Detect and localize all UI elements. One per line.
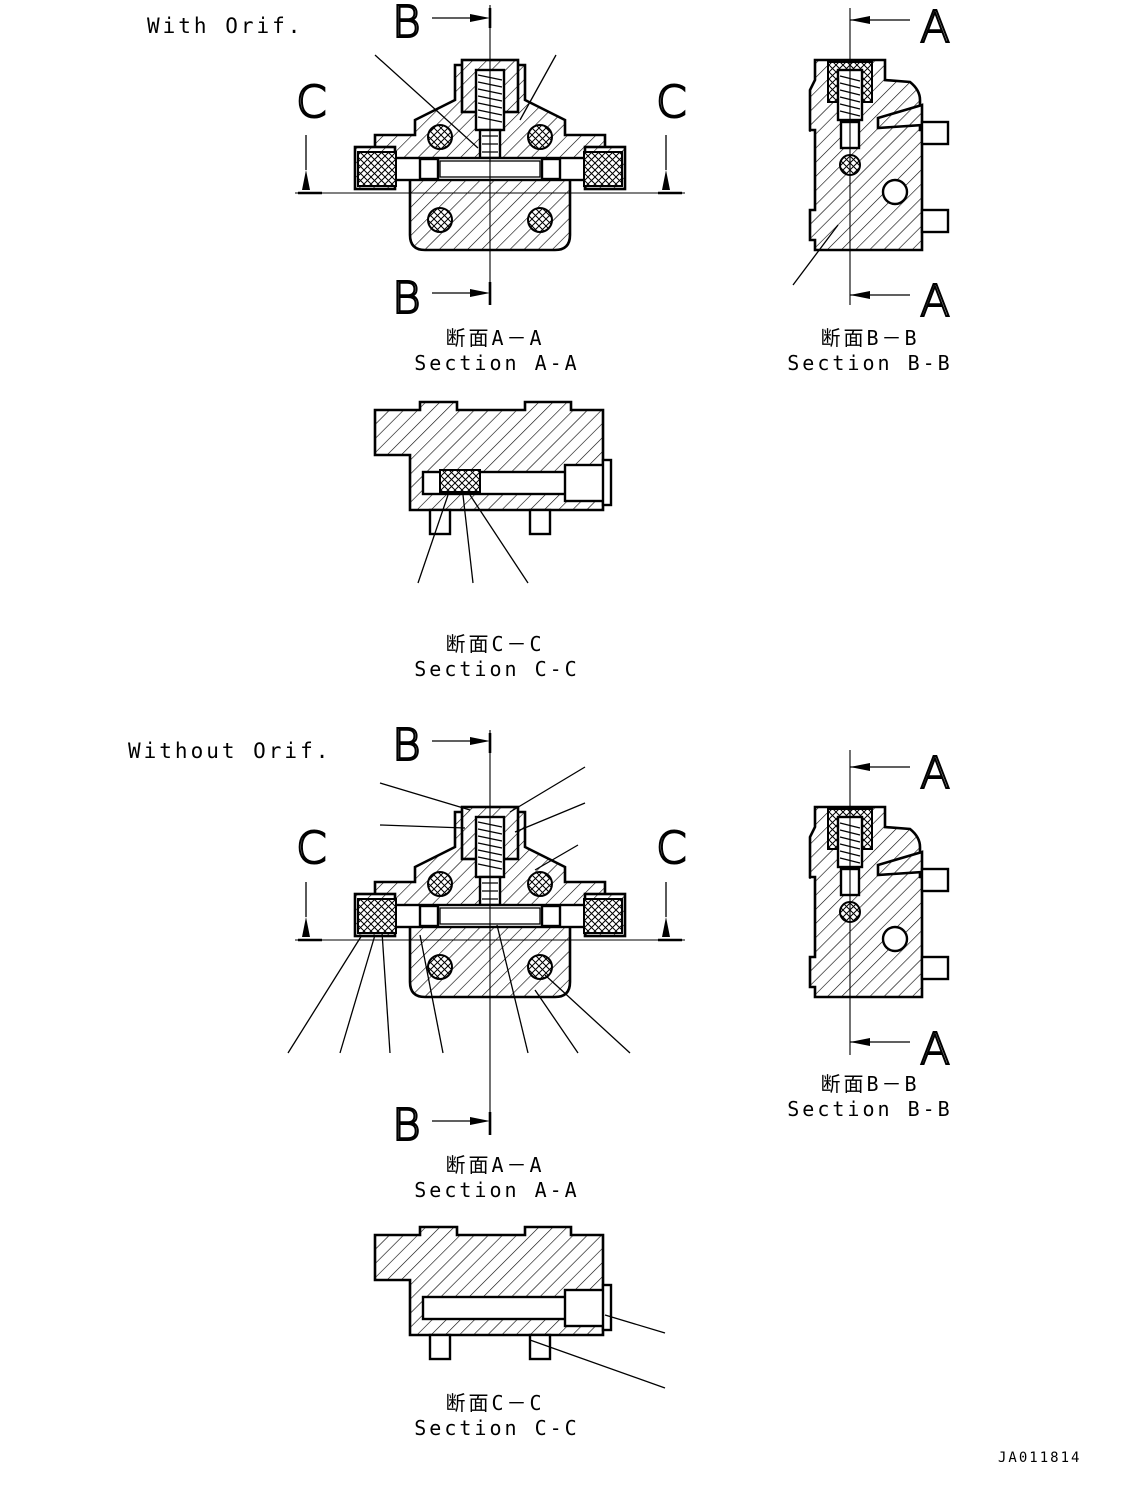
cut-marker-c: C [296,823,327,874]
cut-marker-c: C [656,823,687,874]
valve-body-cc [373,400,613,536]
cut-marker-b: B [392,1100,421,1151]
cut-marker-c: C [296,77,327,128]
section-aa-view: C C B B 断面A－A Section A-A [295,0,688,375]
section-title-en: Section B-B [787,351,952,375]
valve-body-bb [808,58,950,252]
section-title-jp: 断面B－B [820,326,919,350]
without-orif-group: Without Orif. C C B B [128,719,952,1440]
cut-marker-a: A [920,2,950,53]
section-cc-view: 断面C－C Section C-C [373,400,613,681]
valve-body-bb [808,805,950,999]
cut-marker-b: B [392,273,421,324]
cut-marker-a: A [920,276,950,327]
section-title-en: Section A-A [414,351,579,375]
section-bb-view: A A 断面B－B Section B-B [787,1,952,375]
section-title-jp: 断面B－B [820,1072,919,1096]
valve-body-cc [373,1225,613,1361]
with-orif-group: With Orif. C C B B 断面A－A Section A-A [147,0,952,681]
section-cc-view: 断面C－C Section C-C [373,1225,666,1440]
section-title-en: Section A-A [414,1178,579,1202]
cut-marker-a: A [920,748,950,799]
cut-marker-c: C [656,77,687,128]
section-title-jp: 断面C－C [445,632,544,656]
drawing-code: JA011814 [998,1450,1081,1466]
section-title-en: Section B-B [787,1097,952,1121]
section-title-en: Section C-C [414,1416,579,1440]
cut-marker-b: B [392,720,421,771]
section-title-jp: 断面A－A [445,326,544,350]
variant-label: With Orif. [147,14,303,38]
section-bb-view: A A 断面B－B Section B-B [787,747,952,1121]
cut-marker-a: A [920,1024,950,1075]
section-aa-view: C C B B 断面A－A Section A-A [287,719,688,1202]
section-title-en: Section C-C [414,657,579,681]
section-title-jp: 断面C－C [445,1391,544,1415]
cut-marker-b: B [392,0,421,48]
section-title-jp: 断面A－A [445,1153,544,1177]
variant-label: Without Orif. [128,739,331,763]
